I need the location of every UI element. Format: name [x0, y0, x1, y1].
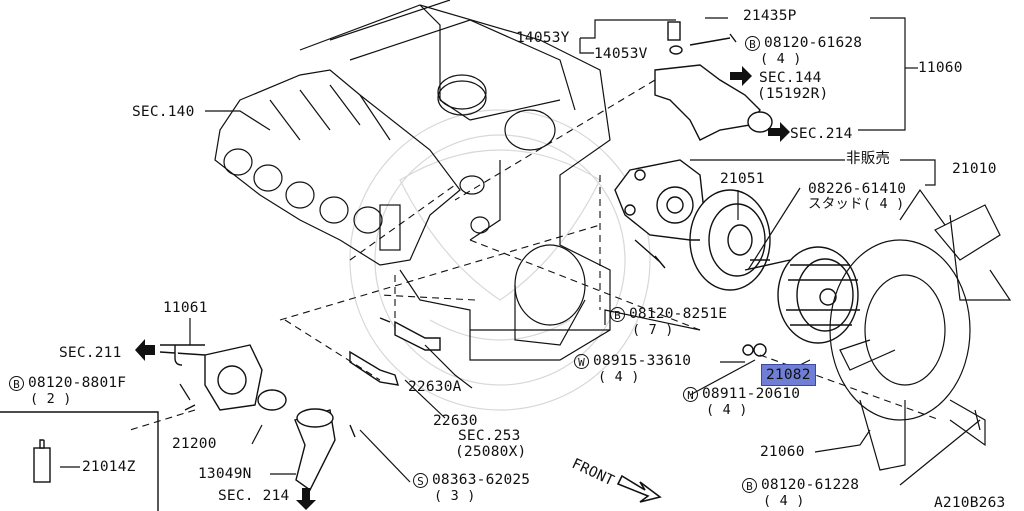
- pulley-21051: [689, 189, 771, 291]
- label-sec214-top: SEC.214: [790, 126, 853, 142]
- bolt-b-badge: B: [742, 478, 757, 493]
- label-21014z: 21014Z: [82, 459, 136, 475]
- label-21200: 21200: [172, 436, 217, 452]
- fan-coupling-21082: [742, 246, 860, 357]
- dashed-leader-lines: [129, 79, 941, 431]
- label-08226-61410: 08226-61410: [808, 181, 907, 197]
- label-21060: 21060: [760, 444, 805, 460]
- engine-block: [299, 0, 611, 361]
- bolt-b-badge: B: [9, 376, 24, 391]
- nut-n-badge: N: [683, 387, 698, 402]
- label-21082-highlighted[interactable]: 21082: [761, 364, 816, 386]
- label-11060: 11060: [918, 60, 963, 76]
- label-15192r: (15192R): [757, 86, 829, 102]
- label-sec211: SEC.211: [59, 345, 122, 361]
- label-sec144: SEC.144: [759, 70, 822, 86]
- bolt-b-badge: B: [610, 307, 625, 322]
- label-21435p: 21435P: [743, 8, 797, 24]
- qty-4-a: ( 4 ): [760, 51, 802, 67]
- qty-3: ( 3 ): [434, 488, 476, 504]
- label-sec140: SEC.140: [132, 104, 195, 120]
- label-14053y: 14053Y: [516, 30, 570, 46]
- label-sec253: SEC.253: [458, 428, 521, 444]
- direction-arrows: [135, 66, 790, 510]
- label-25080x: (25080X): [455, 444, 527, 460]
- water-pump-21010: [614, 159, 706, 269]
- qty-7: ( 7 ): [632, 322, 674, 338]
- screw-s-badge: S: [413, 473, 428, 488]
- diagram-code: A210B263: [934, 495, 1006, 511]
- intake-manifold: [214, 69, 461, 266]
- solid-leader-lines: [60, 17, 981, 486]
- cooling-fan-21060: [829, 188, 1012, 471]
- label-21010: 21010: [952, 161, 997, 177]
- qty-4-c: ( 4 ): [706, 402, 748, 418]
- qty-4-d: ( 4 ): [763, 493, 805, 509]
- label-stud-4: スタッド( 4 ): [808, 196, 905, 212]
- thermostat-housing-21200: [159, 344, 356, 492]
- hose-21014z: [0, 411, 159, 511]
- label-21051: 21051: [720, 171, 765, 187]
- bolt-b-badge: B: [745, 36, 760, 51]
- label-sec214-bottom: SEC. 214: [218, 488, 290, 504]
- label-22630a: 22630A: [408, 379, 462, 395]
- washer-w-badge: W: [574, 354, 589, 369]
- qty-2: ( 2 ): [30, 391, 72, 407]
- label-22630: 22630: [433, 413, 478, 429]
- temperature-sensors: [349, 317, 441, 386]
- label-11061: 11061: [163, 300, 208, 316]
- label-13049n: 13049N: [198, 466, 252, 482]
- label-not-for-sale: 非販売: [846, 151, 891, 167]
- label-14053v: 14053V: [594, 46, 648, 62]
- qty-4-b: ( 4 ): [598, 369, 640, 385]
- upper-bracket-11060: [654, 21, 773, 141]
